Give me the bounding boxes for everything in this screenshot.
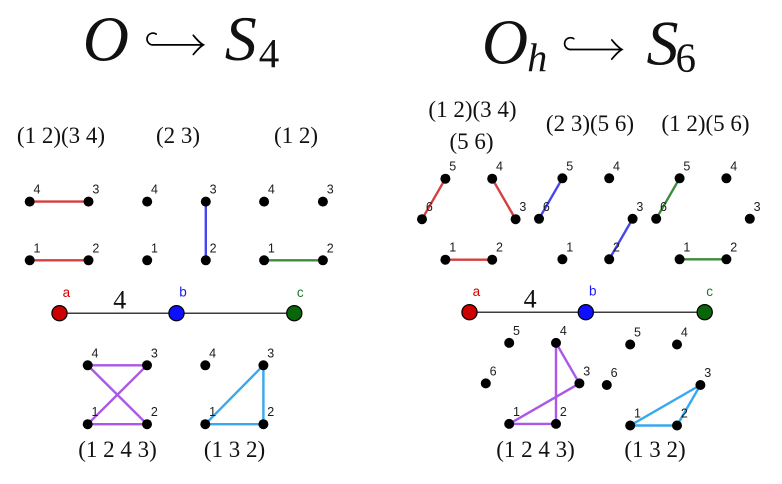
- svg-text:4: 4: [560, 324, 567, 338]
- svg-text:3: 3: [754, 200, 761, 214]
- svg-text:5: 5: [683, 159, 690, 173]
- svg-text:O: O: [83, 4, 129, 75]
- svg-text:5: 5: [449, 160, 456, 174]
- svg-text:4: 4: [730, 159, 737, 173]
- svg-text:2: 2: [151, 405, 158, 419]
- svg-text:2: 2: [681, 407, 688, 421]
- svg-text:4: 4: [613, 159, 620, 173]
- svg-text:4: 4: [34, 183, 41, 197]
- svg-text:2: 2: [560, 405, 567, 419]
- svg-text:4: 4: [92, 346, 99, 360]
- svg-text:a: a: [473, 284, 481, 299]
- svg-text:4: 4: [209, 346, 216, 360]
- svg-text:3: 3: [92, 183, 99, 197]
- svg-text:6: 6: [660, 200, 667, 214]
- svg-text:1: 1: [449, 241, 456, 255]
- svg-text:4: 4: [524, 285, 537, 314]
- svg-text:c: c: [706, 284, 713, 299]
- svg-text:5: 5: [634, 326, 641, 340]
- svg-text:1: 1: [34, 241, 41, 255]
- svg-text:4: 4: [268, 183, 275, 197]
- svg-text:3: 3: [519, 200, 526, 214]
- svg-text:6: 6: [611, 366, 618, 380]
- svg-text:3: 3: [151, 346, 158, 360]
- svg-text:S: S: [225, 3, 257, 74]
- svg-text:O: O: [482, 7, 528, 78]
- svg-text:3: 3: [327, 183, 334, 197]
- svg-text:(2 3)(5 6): (2 3)(5 6): [546, 111, 634, 136]
- svg-text:1: 1: [683, 240, 690, 254]
- svg-text:4: 4: [259, 30, 280, 76]
- svg-text:3: 3: [636, 200, 643, 214]
- svg-text:5: 5: [513, 324, 520, 338]
- svg-text:2: 2: [496, 241, 503, 255]
- svg-text:2: 2: [730, 240, 737, 254]
- svg-text:4: 4: [681, 326, 688, 340]
- svg-text:(1 3 2): (1 3 2): [204, 437, 265, 462]
- svg-text:(1 2 4 3): (1 2 4 3): [496, 437, 575, 462]
- svg-text:1: 1: [209, 405, 216, 419]
- svg-text:(5 6): (5 6): [449, 129, 493, 154]
- svg-text:3: 3: [583, 364, 590, 378]
- svg-text:1: 1: [92, 405, 99, 419]
- svg-text:1: 1: [566, 240, 573, 254]
- svg-text:(1 2)(5 6): (1 2)(5 6): [661, 111, 749, 136]
- svg-text:1: 1: [634, 407, 641, 421]
- svg-text:2: 2: [210, 241, 217, 255]
- svg-text:2: 2: [327, 241, 334, 255]
- svg-text:5: 5: [566, 159, 573, 173]
- svg-text:2: 2: [92, 241, 99, 255]
- svg-text:(1 3 2): (1 3 2): [624, 437, 685, 462]
- svg-text:b: b: [179, 285, 187, 300]
- svg-text:6: 6: [543, 200, 550, 214]
- svg-text:b: b: [589, 284, 597, 299]
- svg-text:(1 2)(3 4): (1 2)(3 4): [428, 97, 516, 122]
- svg-text:2: 2: [267, 405, 274, 419]
- svg-text:1: 1: [151, 241, 158, 255]
- svg-text:3: 3: [704, 366, 711, 380]
- svg-text:2: 2: [613, 240, 620, 254]
- svg-text:3: 3: [210, 183, 217, 197]
- svg-text:c: c: [297, 285, 304, 300]
- svg-text:a: a: [63, 285, 71, 300]
- svg-text:1: 1: [513, 405, 520, 419]
- svg-text:6: 6: [676, 35, 697, 81]
- svg-text:3: 3: [267, 346, 274, 360]
- svg-text:(1 2): (1 2): [274, 123, 318, 148]
- svg-text:6: 6: [490, 364, 497, 378]
- svg-text:4: 4: [496, 160, 503, 174]
- svg-text:h: h: [527, 35, 547, 80]
- svg-text:1: 1: [268, 241, 275, 255]
- svg-text:(1 2 4 3): (1 2 4 3): [78, 437, 157, 462]
- svg-text:(1 2)(3 4): (1 2)(3 4): [17, 123, 105, 148]
- svg-text:4: 4: [113, 286, 126, 315]
- svg-text:(2 3): (2 3): [156, 123, 200, 148]
- svg-text:4: 4: [151, 183, 158, 197]
- svg-text:6: 6: [426, 200, 433, 214]
- svg-text:S: S: [647, 8, 679, 79]
